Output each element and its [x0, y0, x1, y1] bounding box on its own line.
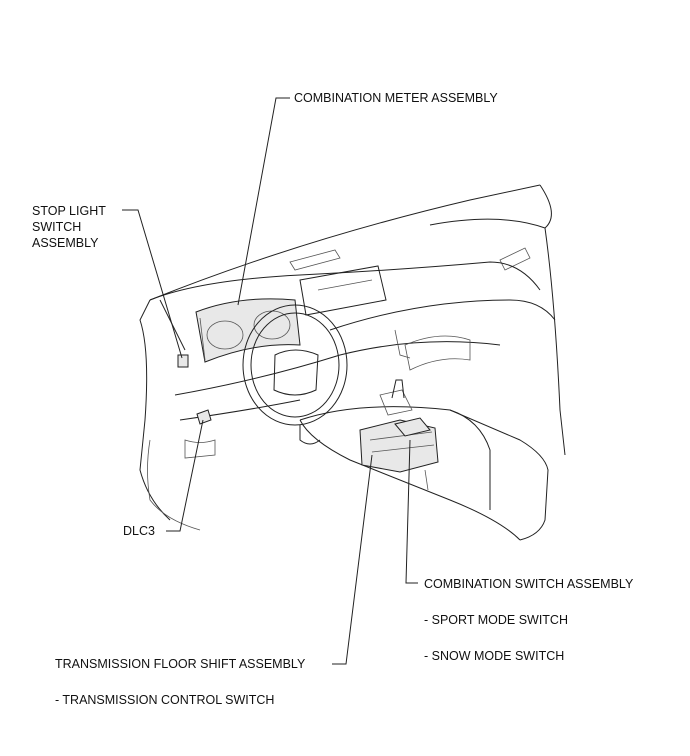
dash-mid [329, 299, 556, 331]
dlc3-label: DLC3 [123, 524, 155, 538]
shift-boot [379, 389, 413, 416]
switch-harness [424, 469, 429, 491]
shift-lever [391, 379, 405, 399]
leader-dlc3 [166, 419, 204, 532]
combination-switch-label: COMBINATION SWITCH ASSEMBLY [424, 577, 634, 591]
console-box [449, 409, 491, 510]
pillar-right [539, 184, 552, 229]
leader-floor-shift [332, 454, 373, 665]
stop-light-label-line3: ASSEMBLY [32, 236, 99, 250]
gauge-left [206, 320, 244, 350]
meter-housing [195, 298, 301, 363]
floor-line [147, 439, 201, 531]
windshield-edge [149, 184, 541, 301]
floor-shift-detail [369, 431, 435, 453]
dlc3-connector [196, 409, 212, 425]
dash-lower [174, 341, 501, 396]
dash-top [149, 261, 541, 301]
sport-mode-label: - SPORT MODE SWITCH [424, 613, 568, 627]
steering-hub [273, 349, 319, 396]
leader-stop-light [122, 209, 183, 359]
center-stack-edge [394, 329, 411, 359]
transmission-control-label: - TRANSMISSION CONTROL SWITCH [55, 693, 275, 707]
transmission-floor-label: TRANSMISSION FLOOR SHIFT ASSEMBLY [55, 657, 306, 671]
defroster-vent [289, 249, 341, 271]
leader-combination-switch [405, 439, 418, 584]
center-display [299, 265, 387, 316]
console-top [299, 406, 549, 541]
display-line [317, 279, 373, 291]
left-pillar-line [159, 299, 186, 351]
knee-panel [179, 399, 301, 421]
steering-wheel-inner [250, 312, 340, 418]
leader-combination-meter [237, 97, 290, 306]
dash-left-side [139, 299, 171, 521]
steering-column [299, 425, 321, 445]
steering-wheel-outer [242, 304, 348, 426]
stop-light-switch-part [177, 354, 189, 368]
stop-light-label-line1: STOP LIGHT [32, 204, 106, 218]
combination-switch-part [394, 417, 431, 437]
meter-side [199, 317, 206, 361]
door-edge-right [429, 218, 566, 456]
snow-mode-label: - SNOW MODE SWITCH [424, 649, 565, 663]
center-panel [404, 335, 471, 371]
stop-light-label-line2: SWITCH [32, 220, 82, 234]
footwell-panel [184, 439, 216, 459]
console-side [299, 419, 521, 541]
combination-meter-label: COMBINATION METER ASSEMBLY [294, 91, 498, 105]
right-vent [499, 247, 531, 271]
